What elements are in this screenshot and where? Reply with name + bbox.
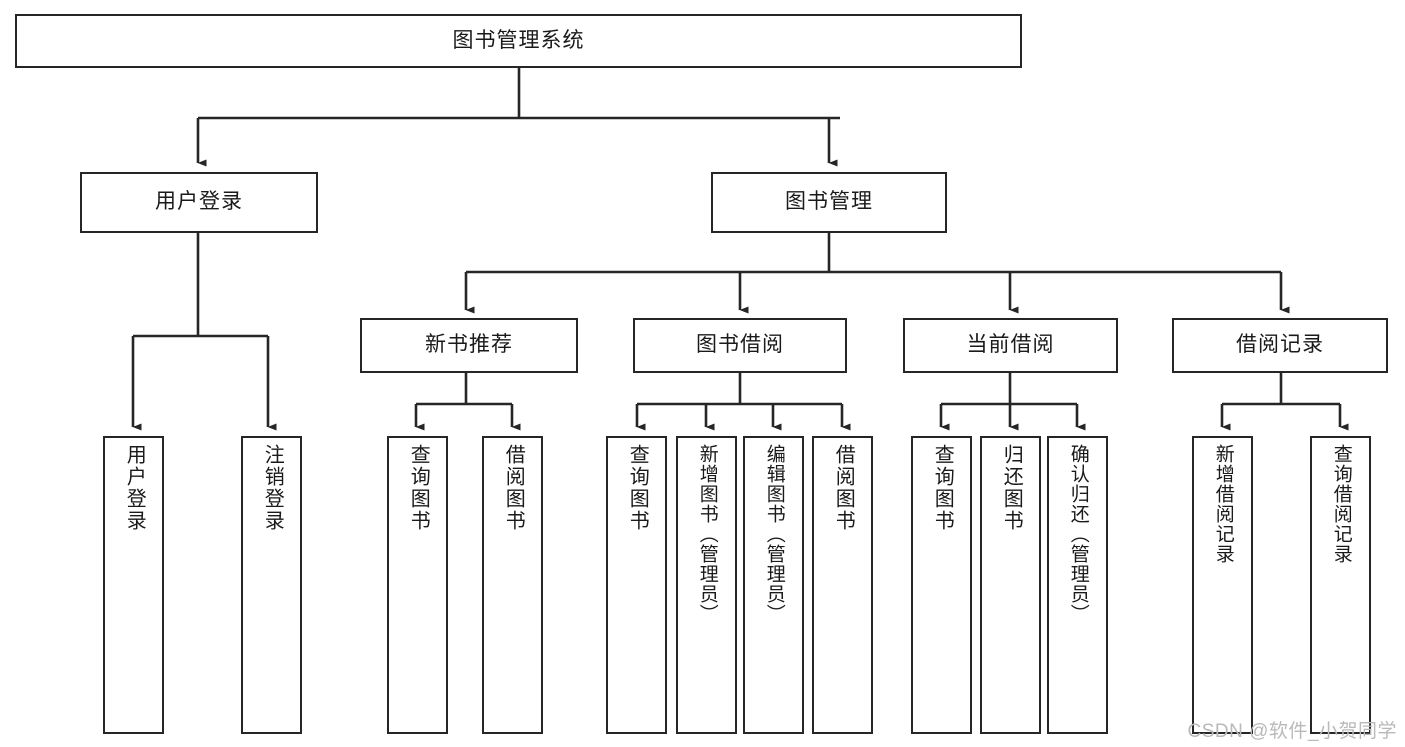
leaf-borrow-borrow-book[interactable]: 借阅图书 bbox=[812, 436, 873, 734]
node-root-system[interactable]: 图书管理系统 bbox=[15, 14, 1022, 68]
node-new-book-recommend[interactable]: 新书推荐 bbox=[360, 318, 578, 373]
node-label: 查询图书 bbox=[626, 444, 649, 532]
node-label: 借阅记录 bbox=[1236, 333, 1324, 357]
node-label: 图书借阅 bbox=[696, 333, 784, 357]
node-label: 注销登录 bbox=[261, 444, 284, 532]
node-label: 编辑图书（管理员） bbox=[763, 444, 785, 624]
node-book-management[interactable]: 图书管理 bbox=[711, 172, 947, 233]
node-label: 查询图书 bbox=[931, 444, 954, 532]
leaf-borrow-query-book[interactable]: 查询图书 bbox=[606, 436, 667, 734]
leaf-current-confirm-return-admin[interactable]: 确认归还（管理员） bbox=[1047, 436, 1108, 734]
node-label: 借阅图书 bbox=[832, 444, 855, 532]
node-label: 确认归还（管理员） bbox=[1067, 444, 1089, 624]
node-label: 图书管理 bbox=[785, 190, 873, 214]
leaf-new-book-query[interactable]: 查询图书 bbox=[387, 436, 448, 734]
node-book-borrow[interactable]: 图书借阅 bbox=[633, 318, 847, 373]
node-label: 图书管理系统 bbox=[452, 28, 585, 52]
node-label: 新增借阅记录 bbox=[1212, 444, 1234, 564]
leaf-current-query-book[interactable]: 查询图书 bbox=[911, 436, 972, 734]
leaf-user-login-logout[interactable]: 注销登录 bbox=[241, 436, 302, 734]
node-current-borrow[interactable]: 当前借阅 bbox=[903, 318, 1118, 373]
leaf-new-book-borrow[interactable]: 借阅图书 bbox=[482, 436, 543, 734]
node-user-login[interactable]: 用户登录 bbox=[80, 172, 318, 233]
node-label: 用户登录 bbox=[123, 444, 146, 532]
csdn-watermark: CSDN @软件_小贺同学 bbox=[1187, 721, 1397, 742]
leaf-record-query-record[interactable]: 查询借阅记录 bbox=[1310, 436, 1371, 734]
node-label: 新增图书（管理员） bbox=[696, 444, 718, 624]
leaf-record-add-record[interactable]: 新增借阅记录 bbox=[1192, 436, 1253, 734]
leaf-current-return-book[interactable]: 归还图书 bbox=[980, 436, 1041, 734]
leaf-borrow-add-book-admin[interactable]: 新增图书（管理员） bbox=[676, 436, 737, 734]
node-label: 借阅图书 bbox=[502, 444, 525, 532]
node-label: 查询图书 bbox=[407, 444, 430, 532]
node-label: 新书推荐 bbox=[425, 333, 513, 357]
node-label: 当前借阅 bbox=[966, 333, 1055, 357]
node-label: 归还图书 bbox=[1000, 444, 1023, 532]
node-label: 用户登录 bbox=[155, 190, 243, 214]
node-label: 查询借阅记录 bbox=[1330, 444, 1352, 564]
node-borrow-record[interactable]: 借阅记录 bbox=[1172, 318, 1388, 373]
leaf-borrow-edit-book-admin[interactable]: 编辑图书（管理员） bbox=[743, 436, 804, 734]
leaf-user-login-login[interactable]: 用户登录 bbox=[103, 436, 164, 734]
